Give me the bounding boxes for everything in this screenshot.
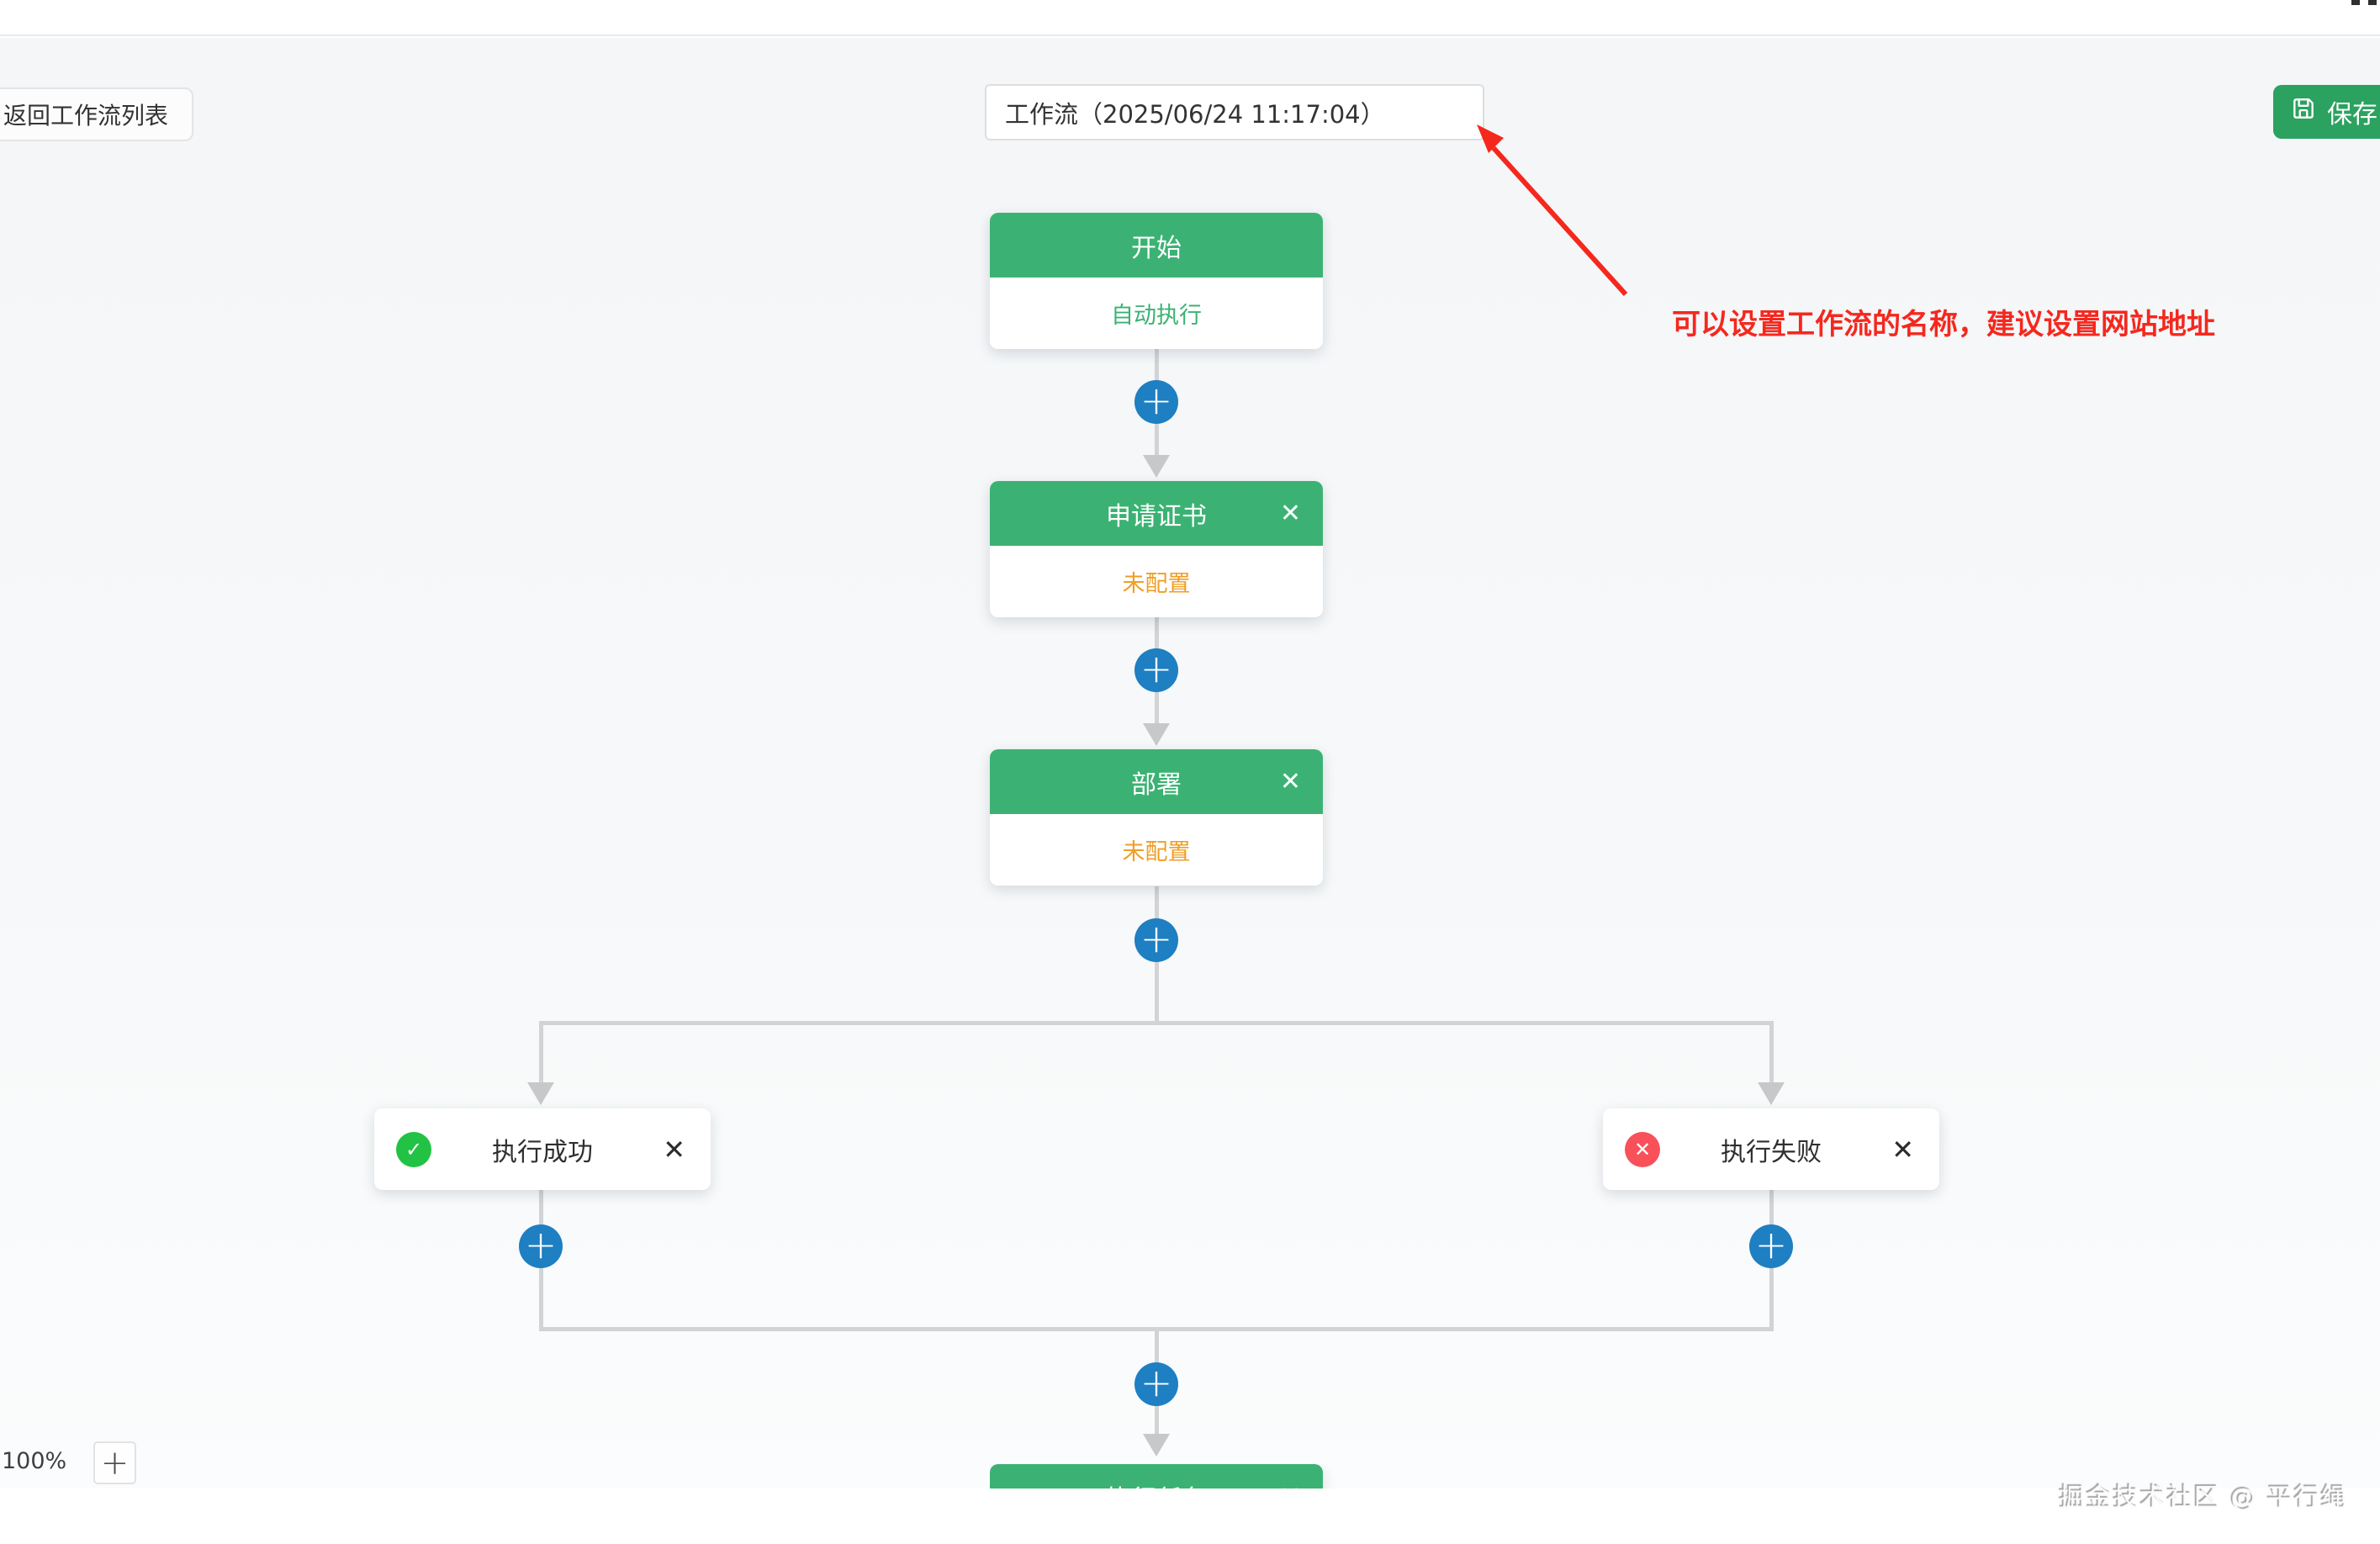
annotation-text: 可以设置工作流的名称，建议设置网站地址	[1672, 308, 2215, 341]
arrow-down-icon	[1143, 723, 1170, 746]
node-exec-success[interactable]: ✓ 执行成功 ✕	[374, 1108, 711, 1190]
node-apply-certificate[interactable]: 申请证书 ✕ 未配置	[990, 481, 1323, 617]
node-deploy[interactable]: 部署 ✕ 未配置	[990, 749, 1323, 886]
annotation-arrow-icon	[1477, 124, 1628, 297]
node-deploy-status: 未配置	[1122, 839, 1191, 865]
add-node-button[interactable]: +	[1134, 1362, 1178, 1406]
node-start-body[interactable]: 自动执行	[990, 278, 1323, 349]
zoom-level-label: 100%	[2, 1448, 67, 1474]
node-deploy-body[interactable]: 未配置	[990, 814, 1323, 886]
back-to-workflow-list-button[interactable]: 返回工作流列表	[0, 87, 194, 141]
close-icon[interactable]: ✕	[1279, 766, 1301, 796]
save-button-label: 保存	[2327, 100, 2377, 130]
node-exec-fail[interactable]: ✕ 执行失败 ✕	[1603, 1108, 1939, 1190]
success-check-icon: ✓	[396, 1131, 431, 1167]
branch-split-line	[539, 1021, 1774, 1025]
node-cert-status: 未配置	[1122, 571, 1191, 597]
zoom-in-button[interactable]: +	[93, 1441, 136, 1484]
arrow-down-icon	[1758, 1082, 1785, 1105]
node-cert-title: 申请证书	[1106, 501, 1207, 531]
cutoff-glyph-fragment	[2368, 0, 2377, 5]
top-strip	[0, 0, 2380, 36]
arrow-down-icon	[1143, 1434, 1170, 1457]
add-node-button[interactable]: +	[1134, 648, 1178, 692]
node-deploy-title: 部署	[1131, 769, 1182, 800]
exec-success-title: 执行成功	[492, 1137, 593, 1167]
close-icon[interactable]: ✕	[1280, 1483, 1301, 1488]
save-icon	[2290, 95, 2317, 129]
node-start-title: 开始	[1131, 233, 1182, 263]
save-button[interactable]: 保存	[2273, 85, 2380, 139]
close-icon[interactable]: ✕	[1891, 1133, 1914, 1166]
watermark: 掘金技术社区 @ 平行绳	[2059, 1483, 2348, 1513]
workflow-name-input[interactable]	[985, 84, 1484, 140]
error-x-icon: ✕	[1625, 1131, 1660, 1167]
node-deploy-header[interactable]: 部署 ✕	[990, 749, 1323, 814]
add-node-button[interactable]: +	[1134, 918, 1178, 962]
node-start[interactable]: 开始 自动执行	[990, 213, 1323, 349]
node-next-title: 执行任务	[1106, 1478, 1207, 1489]
add-node-button[interactable]: +	[519, 1224, 563, 1268]
node-start-status: 自动执行	[1111, 303, 1202, 329]
exec-fail-title: 执行失败	[1721, 1137, 1822, 1167]
partial-node-clip: 执行任务 ✕	[990, 1464, 1335, 1488]
node-cert-body[interactable]: 未配置	[990, 546, 1323, 617]
connector-line	[1769, 1021, 1774, 1088]
close-icon[interactable]: ✕	[1279, 498, 1301, 528]
connector-line	[539, 1021, 543, 1088]
back-button-label: 返回工作流列表	[3, 102, 169, 130]
cutoff-glyph-fragment	[2351, 0, 2360, 5]
node-cert-header[interactable]: 申请证书 ✕	[990, 481, 1323, 546]
close-icon[interactable]: ✕	[663, 1133, 685, 1166]
add-node-button[interactable]: +	[1749, 1224, 1793, 1268]
add-node-button[interactable]: +	[1134, 380, 1178, 424]
node-next-partial[interactable]: 执行任务 ✕	[990, 1464, 1323, 1488]
node-start-header[interactable]: 开始	[990, 213, 1323, 278]
arrow-down-icon	[527, 1082, 554, 1105]
arrow-down-icon	[1143, 455, 1170, 478]
